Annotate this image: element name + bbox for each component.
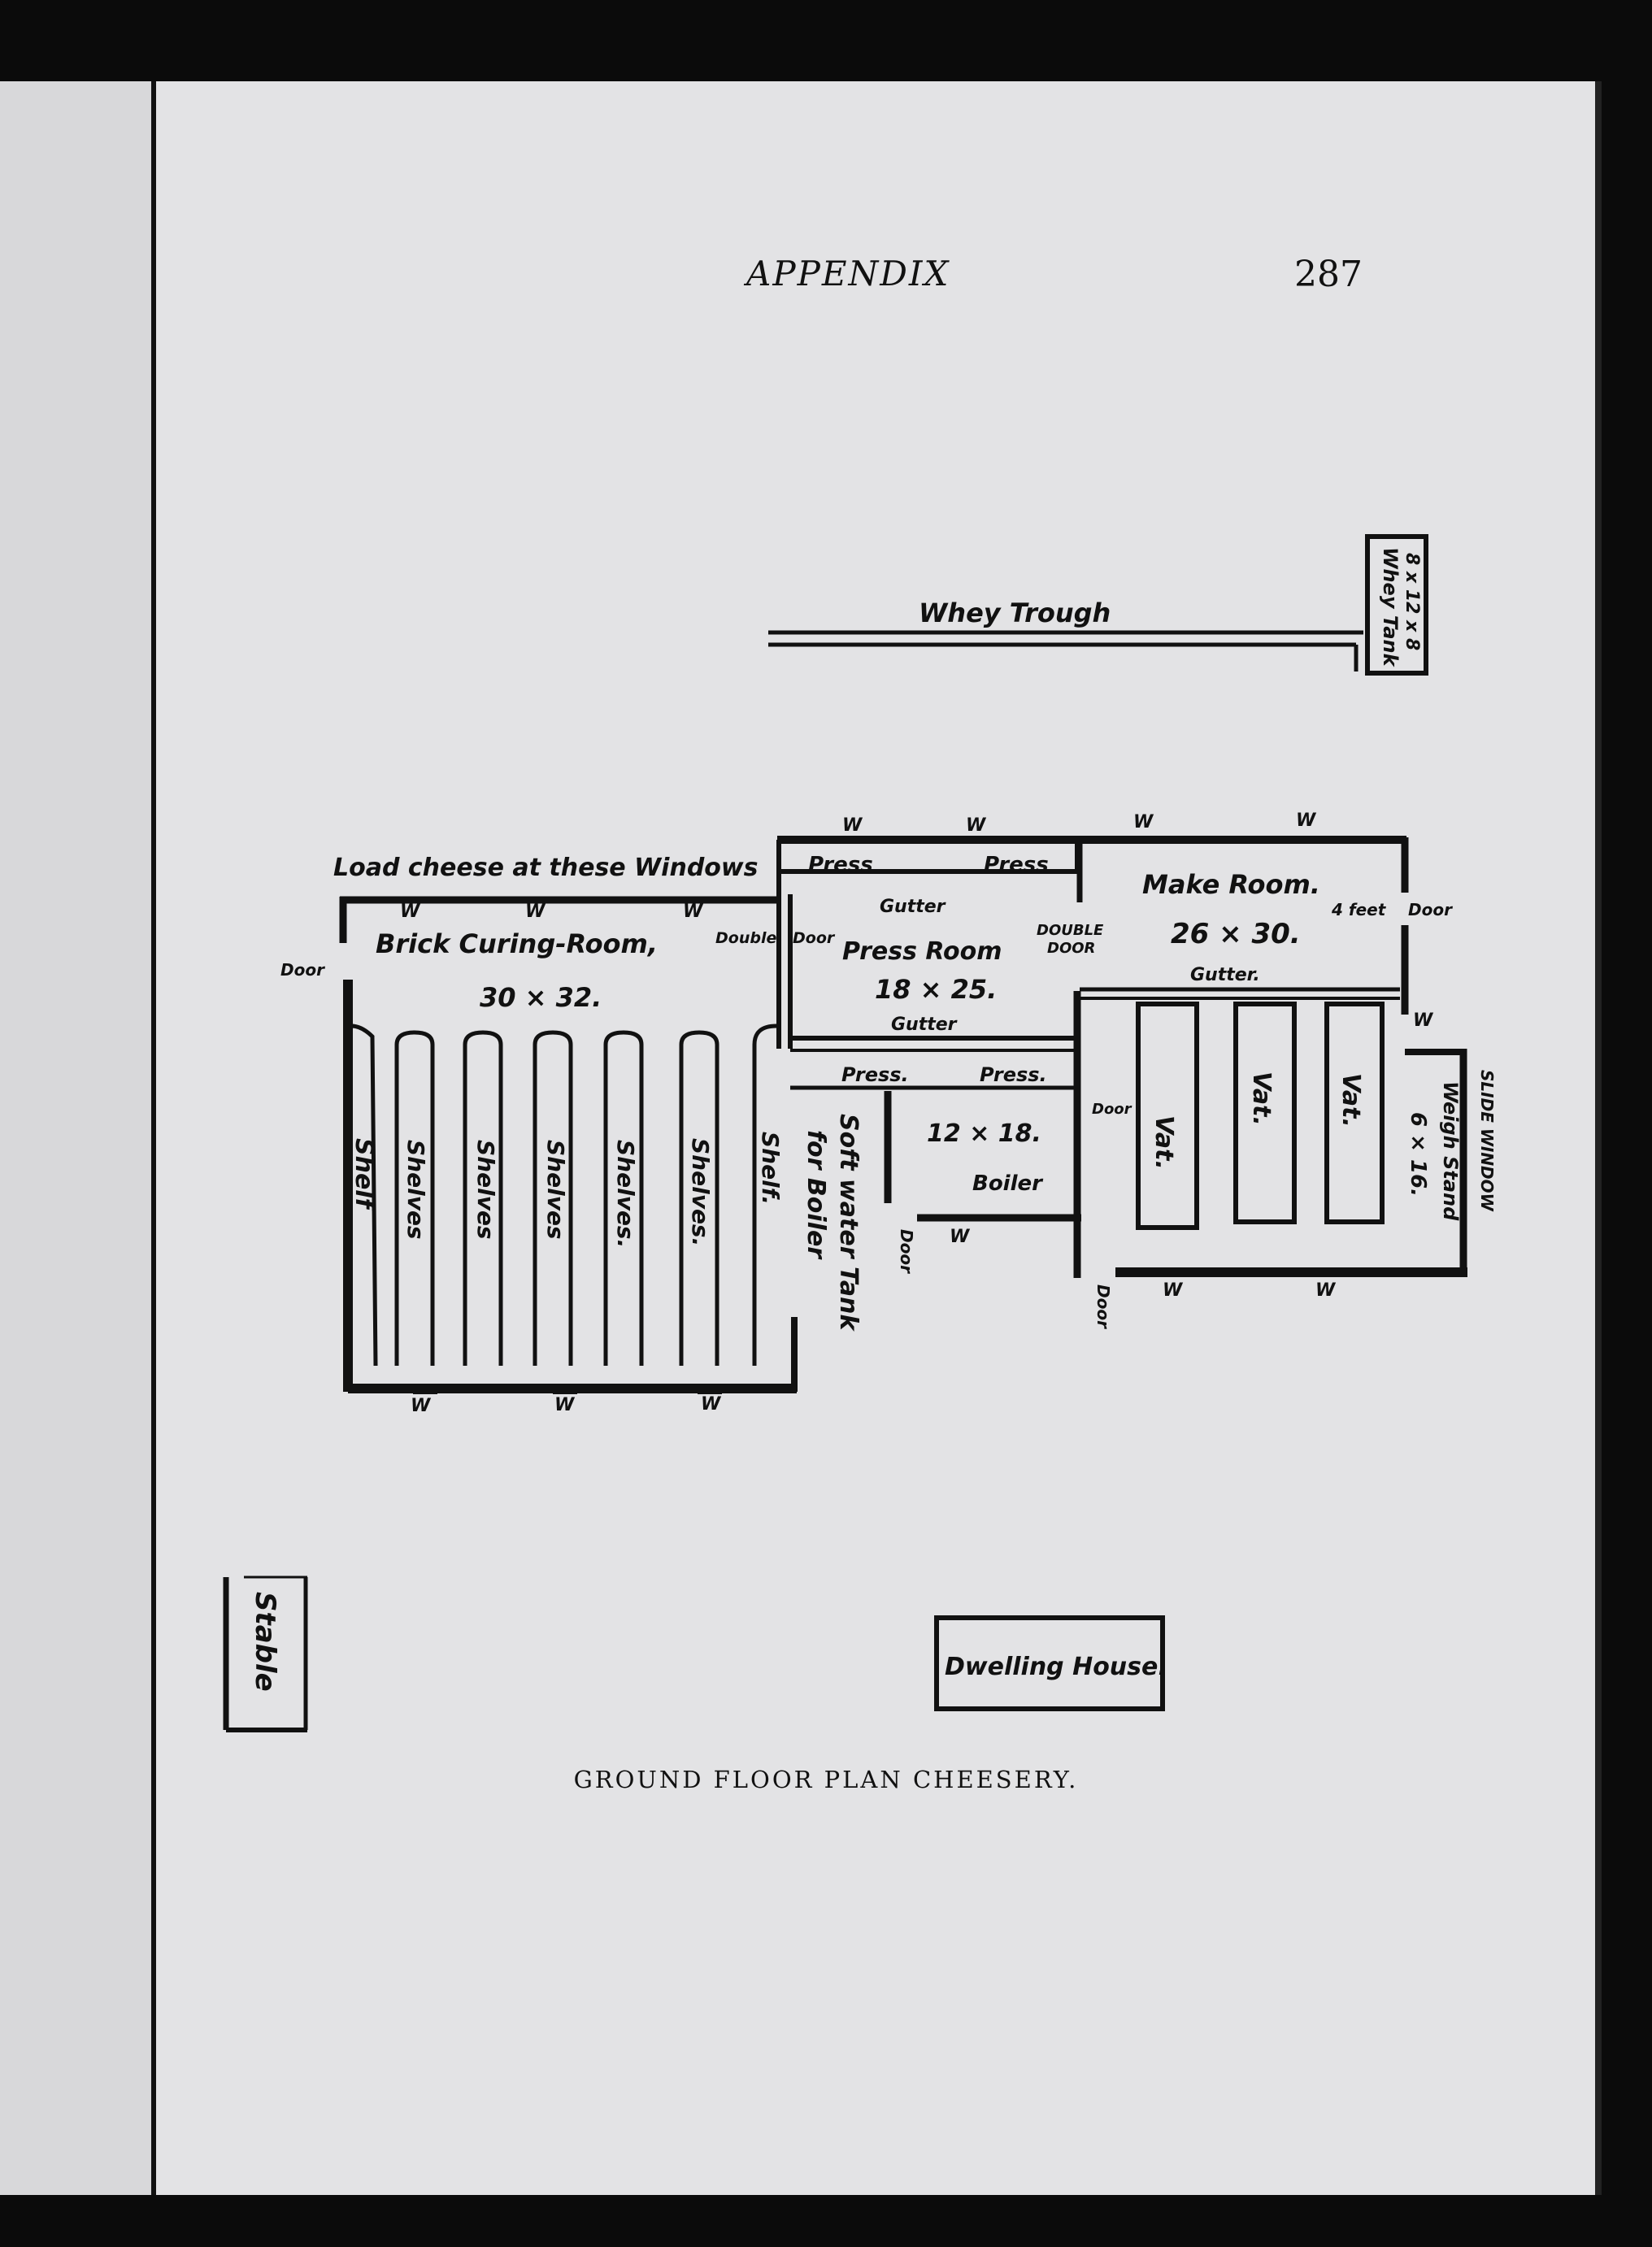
window-marker: W: [1133, 812, 1154, 832]
gutter-lower: Gutter: [891, 1015, 958, 1035]
curing-room-size: 30 × 32.: [480, 982, 602, 1013]
door-label-right: Door: [1408, 900, 1453, 919]
page-number: 287: [1294, 254, 1363, 295]
window-marker: W: [1315, 1280, 1337, 1301]
four-feet-label: 4 feet: [1331, 900, 1387, 919]
window-markers: W W W W W W W W W W W W W W: [400, 811, 1434, 1416]
running-head-title: APPENDIX: [746, 254, 950, 293]
window-marker: W: [701, 1394, 722, 1415]
shelves-1: Shelves: [402, 1140, 429, 1240]
figure-caption: GROUND FLOOR PLAN CHEESERY.: [573, 1766, 1079, 1793]
window-marker: W: [411, 1396, 432, 1416]
vats: [1136, 1002, 1385, 1230]
stable-label: Stable: [249, 1592, 281, 1692]
shelves-3: Shelves: [542, 1140, 569, 1240]
window-marker: W: [1163, 1280, 1184, 1301]
soft-water-tank-1: Soft water Tank: [834, 1114, 863, 1332]
window-marker: W: [525, 902, 546, 922]
curing-shelves: [350, 1024, 777, 1367]
door-label-curing: Door: [280, 960, 325, 980]
window-marker: W: [950, 1227, 971, 1247]
press-upper-right: Press: [984, 853, 1049, 877]
boiler-label: Boiler: [972, 1171, 1044, 1196]
shelves-2: Shelves: [472, 1140, 499, 1240]
press-room-label: Press Room: [842, 937, 1002, 966]
window-marker: W: [842, 815, 863, 836]
page-right-edge: [1595, 81, 1602, 2195]
press-lower-right: Press.: [980, 1063, 1047, 1086]
window-marker: W: [554, 1395, 576, 1415]
press-lower-left: Press.: [841, 1063, 909, 1086]
window-marker: W: [400, 902, 421, 922]
curing-room-label: Brick Curing-Room,: [376, 928, 658, 959]
dwelling-house-label: Dwelling House.: [945, 1653, 1167, 1681]
shelf-left: Shelf: [350, 1138, 378, 1212]
soft-water-tank-2: for Boiler: [802, 1130, 830, 1260]
facing-page-edge: [0, 81, 154, 2195]
vat-2: Vat.: [1247, 1071, 1276, 1126]
window-marker: W: [683, 902, 704, 922]
book-page: [0, 81, 1598, 2195]
whey-tank-label: Whey Tank: [1379, 547, 1402, 668]
weigh-stand-label: Weigh Stand: [1439, 1081, 1462, 1221]
make-room-label: Make Room.: [1142, 869, 1320, 900]
gutter-make: Gutter.: [1190, 965, 1260, 985]
whey-tank-size: 8 x 12 x 8: [1402, 553, 1422, 650]
door-label-boiler: Door: [897, 1229, 916, 1274]
whey-trough-label: Whey Trough: [919, 598, 1111, 628]
stable: Stable: [223, 1576, 308, 1732]
whey-trough: Whey Trough: [768, 598, 1363, 671]
door-label-make: Door: [1092, 1101, 1132, 1118]
window-marker: W: [1296, 811, 1317, 831]
shelf-right: Shelf.: [757, 1132, 784, 1205]
whey-tank: Whey Tank 8 x 12 x 8: [1365, 534, 1428, 676]
window-marker: W: [1413, 1010, 1434, 1031]
double-door-label-left: Double: [715, 929, 776, 947]
load-note: Load cheese at these Windows: [333, 854, 758, 882]
weigh-stand-size: 6 × 16.: [1406, 1112, 1430, 1197]
vat-3: Vat.: [1337, 1073, 1365, 1128]
dwelling-house: Dwelling House.: [934, 1615, 1167, 1711]
rotated-labels: Shelf Shelves Shelves Shelves Shelves. S…: [350, 1070, 1497, 1332]
press-upper-left: Press: [808, 853, 873, 877]
boiler-room-size: 12 × 18.: [927, 1119, 1041, 1148]
window-marker: W: [966, 815, 987, 836]
double-door-label-2: DOOR: [1047, 940, 1095, 957]
door-label-bottom: Door: [1093, 1284, 1113, 1329]
vat-1: Vat.: [1150, 1115, 1178, 1170]
door-label-left-double: Door: [793, 929, 836, 947]
double-door-label-1: DOUBLE: [1037, 922, 1104, 939]
building-walls: [339, 836, 1467, 1394]
slide-window-label: SLIDE WINDOW: [1477, 1070, 1497, 1212]
make-room-size: 26 × 30.: [1171, 918, 1301, 950]
page-gutter-line: [151, 81, 156, 2195]
press-room-size: 18 × 25.: [875, 974, 997, 1005]
gutter-upper: Gutter: [880, 897, 946, 917]
shelves-5: Shelves.: [687, 1138, 714, 1246]
shelves-4: Shelves.: [612, 1140, 639, 1248]
